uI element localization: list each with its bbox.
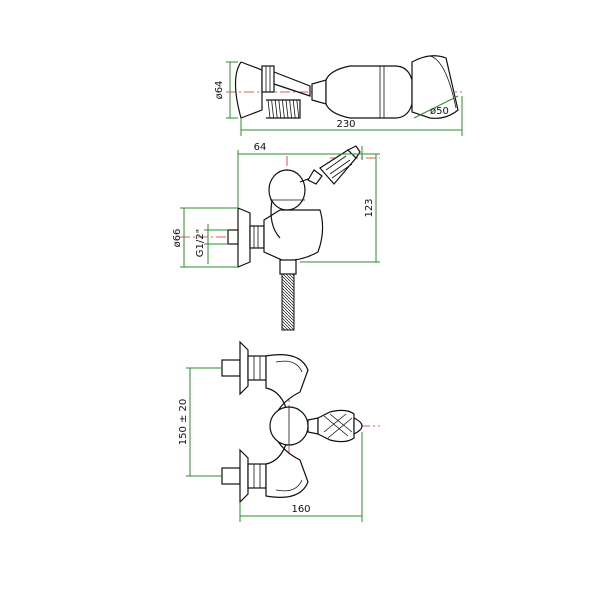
dim-flange-dia-label: ø66: [172, 229, 183, 248]
bottom-flange: [239, 448, 249, 504]
hose-coil-ring: [271, 99, 274, 119]
dim-head-dia-label: ø64: [214, 81, 225, 100]
dim-length-label: 230: [336, 119, 355, 130]
dim-thread-label: G1/2": [195, 229, 206, 257]
top-flange: [239, 340, 249, 396]
hose-coil-ring: [267, 99, 271, 119]
lever-cap: [346, 145, 361, 159]
lever-handle: [319, 149, 357, 185]
dim-width-label: 160: [291, 504, 310, 515]
front-view: 150 ± 20 160: [178, 340, 380, 522]
top-inlet-thread: [221, 359, 241, 377]
handle-collar: [311, 79, 327, 105]
hose-coil-ring: [282, 99, 285, 119]
wall-elbow-nut: [261, 65, 275, 93]
wall-flange: [237, 207, 251, 268]
dim-centers-label: 150 ± 20: [178, 399, 189, 446]
shower-head: [411, 55, 459, 119]
front-lever-cap: [353, 417, 363, 435]
bottom-inlet-thread: [221, 467, 241, 485]
hose-coil-ring: [296, 99, 300, 119]
cartridge-dome: [268, 169, 306, 211]
top-union-nut: [247, 355, 267, 381]
inlet-thread: [227, 229, 239, 245]
hand-shower-view: ø64 ø50 230: [214, 55, 463, 136]
dim-handle-dia-line: [413, 95, 459, 119]
dim-height-label: 123: [364, 198, 375, 217]
hose-coil-ring: [285, 99, 289, 119]
handle-body: [325, 65, 413, 119]
hose-coil: [266, 99, 301, 119]
hose-coil-ring: [274, 99, 278, 119]
hose-coil-ring: [292, 99, 296, 119]
wall-elbow-body: [240, 61, 263, 119]
lever-collar: [307, 169, 323, 185]
outlet-nut: [279, 259, 297, 275]
wall-elbow-flange: [234, 61, 242, 119]
hose-coil-ring: [278, 99, 282, 119]
side-view: 64 123 ø66 G1/2": [172, 142, 380, 331]
dim-handle-dia-label: ø50: [430, 106, 449, 117]
hose-coil-ring: [289, 99, 292, 119]
dim-depth-label: 64: [254, 142, 267, 153]
union-nut: [249, 225, 265, 249]
mixer-body: [263, 209, 324, 261]
front-lever-collar: [307, 417, 319, 435]
side-hose: [281, 273, 295, 331]
holder-arm: [273, 71, 311, 97]
bottom-union-nut: [247, 463, 267, 489]
